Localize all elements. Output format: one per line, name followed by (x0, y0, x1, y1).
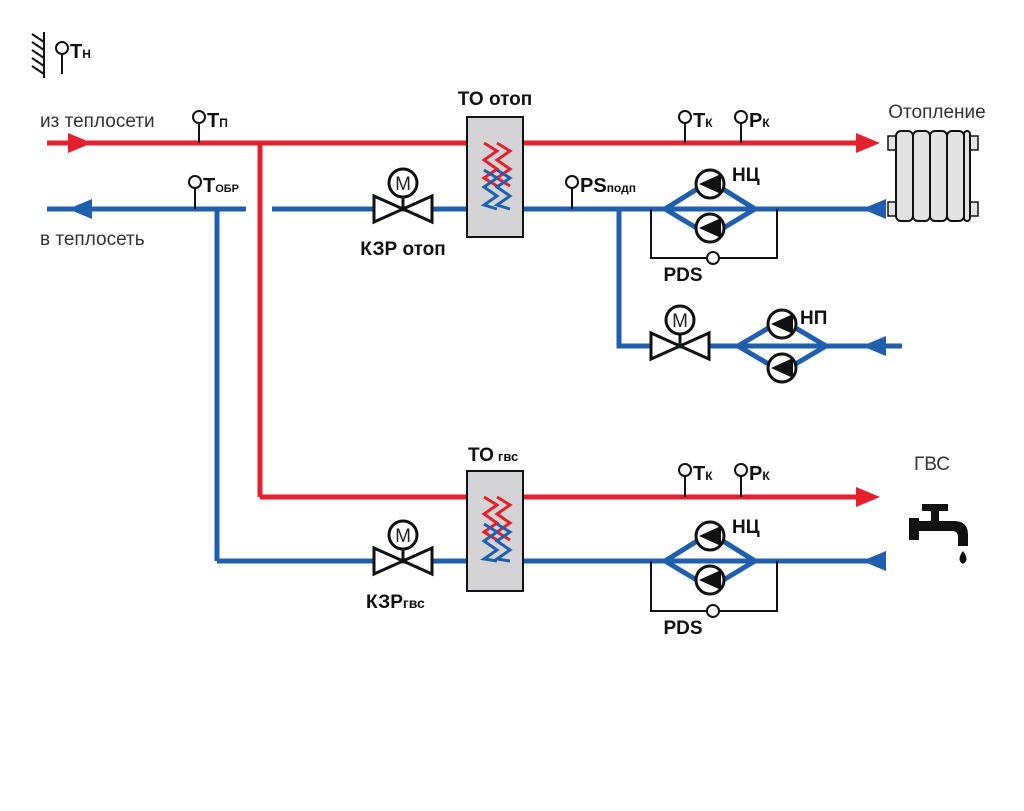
heating-control-valve[interactable]: M (372, 167, 434, 225)
from-network-label: из теплосети (40, 111, 155, 132)
wall-hatch-icon (31, 32, 45, 78)
to-network-label: в теплосеть (40, 229, 145, 250)
dhw-pds-label: PDS (663, 618, 702, 639)
heating-pds-label: PDS (663, 265, 702, 286)
dhw-pds-sensor (706, 604, 720, 618)
ps-makeup-label: PSподп (580, 175, 636, 197)
dhw-circulation-pumps[interactable] (660, 520, 760, 596)
dhw-pump-label: НЦ (732, 517, 760, 538)
arrow-makeup-in (862, 336, 886, 356)
dhw-consumer-label: ГВС (914, 454, 950, 475)
heating-pds-sensor (706, 251, 720, 265)
flow-arrows (68, 133, 886, 571)
dhw-heat-exchanger (466, 470, 524, 592)
dhw-valve-label: КЗРгвс (366, 592, 425, 613)
motor-icon (387, 167, 419, 199)
faucet-icon (909, 504, 968, 564)
motor-label: M (395, 174, 411, 195)
makeup-valve[interactable]: M (649, 304, 711, 362)
arrow-dhw-return (862, 551, 886, 571)
arrow-from-network (68, 133, 92, 153)
motor-label: M (672, 311, 688, 332)
labels: TН из теплосети в теплосеть TП TОБР ТО о… (40, 41, 986, 639)
arrow-to-network (68, 199, 92, 219)
sensor-outdoor-label: TН (70, 41, 91, 63)
heating-tk-label: TК (693, 110, 713, 132)
heating-pump-label: НЦ (732, 165, 760, 186)
sensor-probes (55, 41, 748, 497)
motor-icon (664, 304, 696, 336)
arrow-dhw-supply (856, 487, 880, 507)
heating-hx-label: ТО отоп (458, 89, 532, 110)
arrow-heating-return (862, 199, 886, 219)
dhw-pk-label: PК (749, 463, 770, 485)
sensor-return-label: TОБР (203, 175, 239, 197)
motor-icon (387, 519, 419, 551)
heating-consumer-label: Отопление (888, 102, 985, 123)
sensor-from-network-label: TП (207, 110, 228, 132)
valve-icon (372, 193, 407, 225)
makeup-pipe (616, 209, 902, 349)
makeup-pumps[interactable] (733, 308, 831, 384)
dhw-control-valve[interactable]: M (372, 519, 434, 577)
heating-pk-label: PК (749, 110, 770, 132)
valve-icon (649, 330, 684, 362)
arrow-heating-supply (856, 133, 880, 153)
heating-heat-exchanger (466, 116, 524, 238)
dhw-tk-label: TК (693, 463, 713, 485)
heating-valve-label: КЗР отоп (360, 239, 445, 260)
radiator-icon (887, 130, 979, 222)
makeup-pump-label: НП (800, 308, 827, 329)
motor-label: M (395, 526, 411, 547)
heating-circulation-pumps[interactable] (660, 168, 760, 244)
valve-icon (372, 545, 407, 577)
